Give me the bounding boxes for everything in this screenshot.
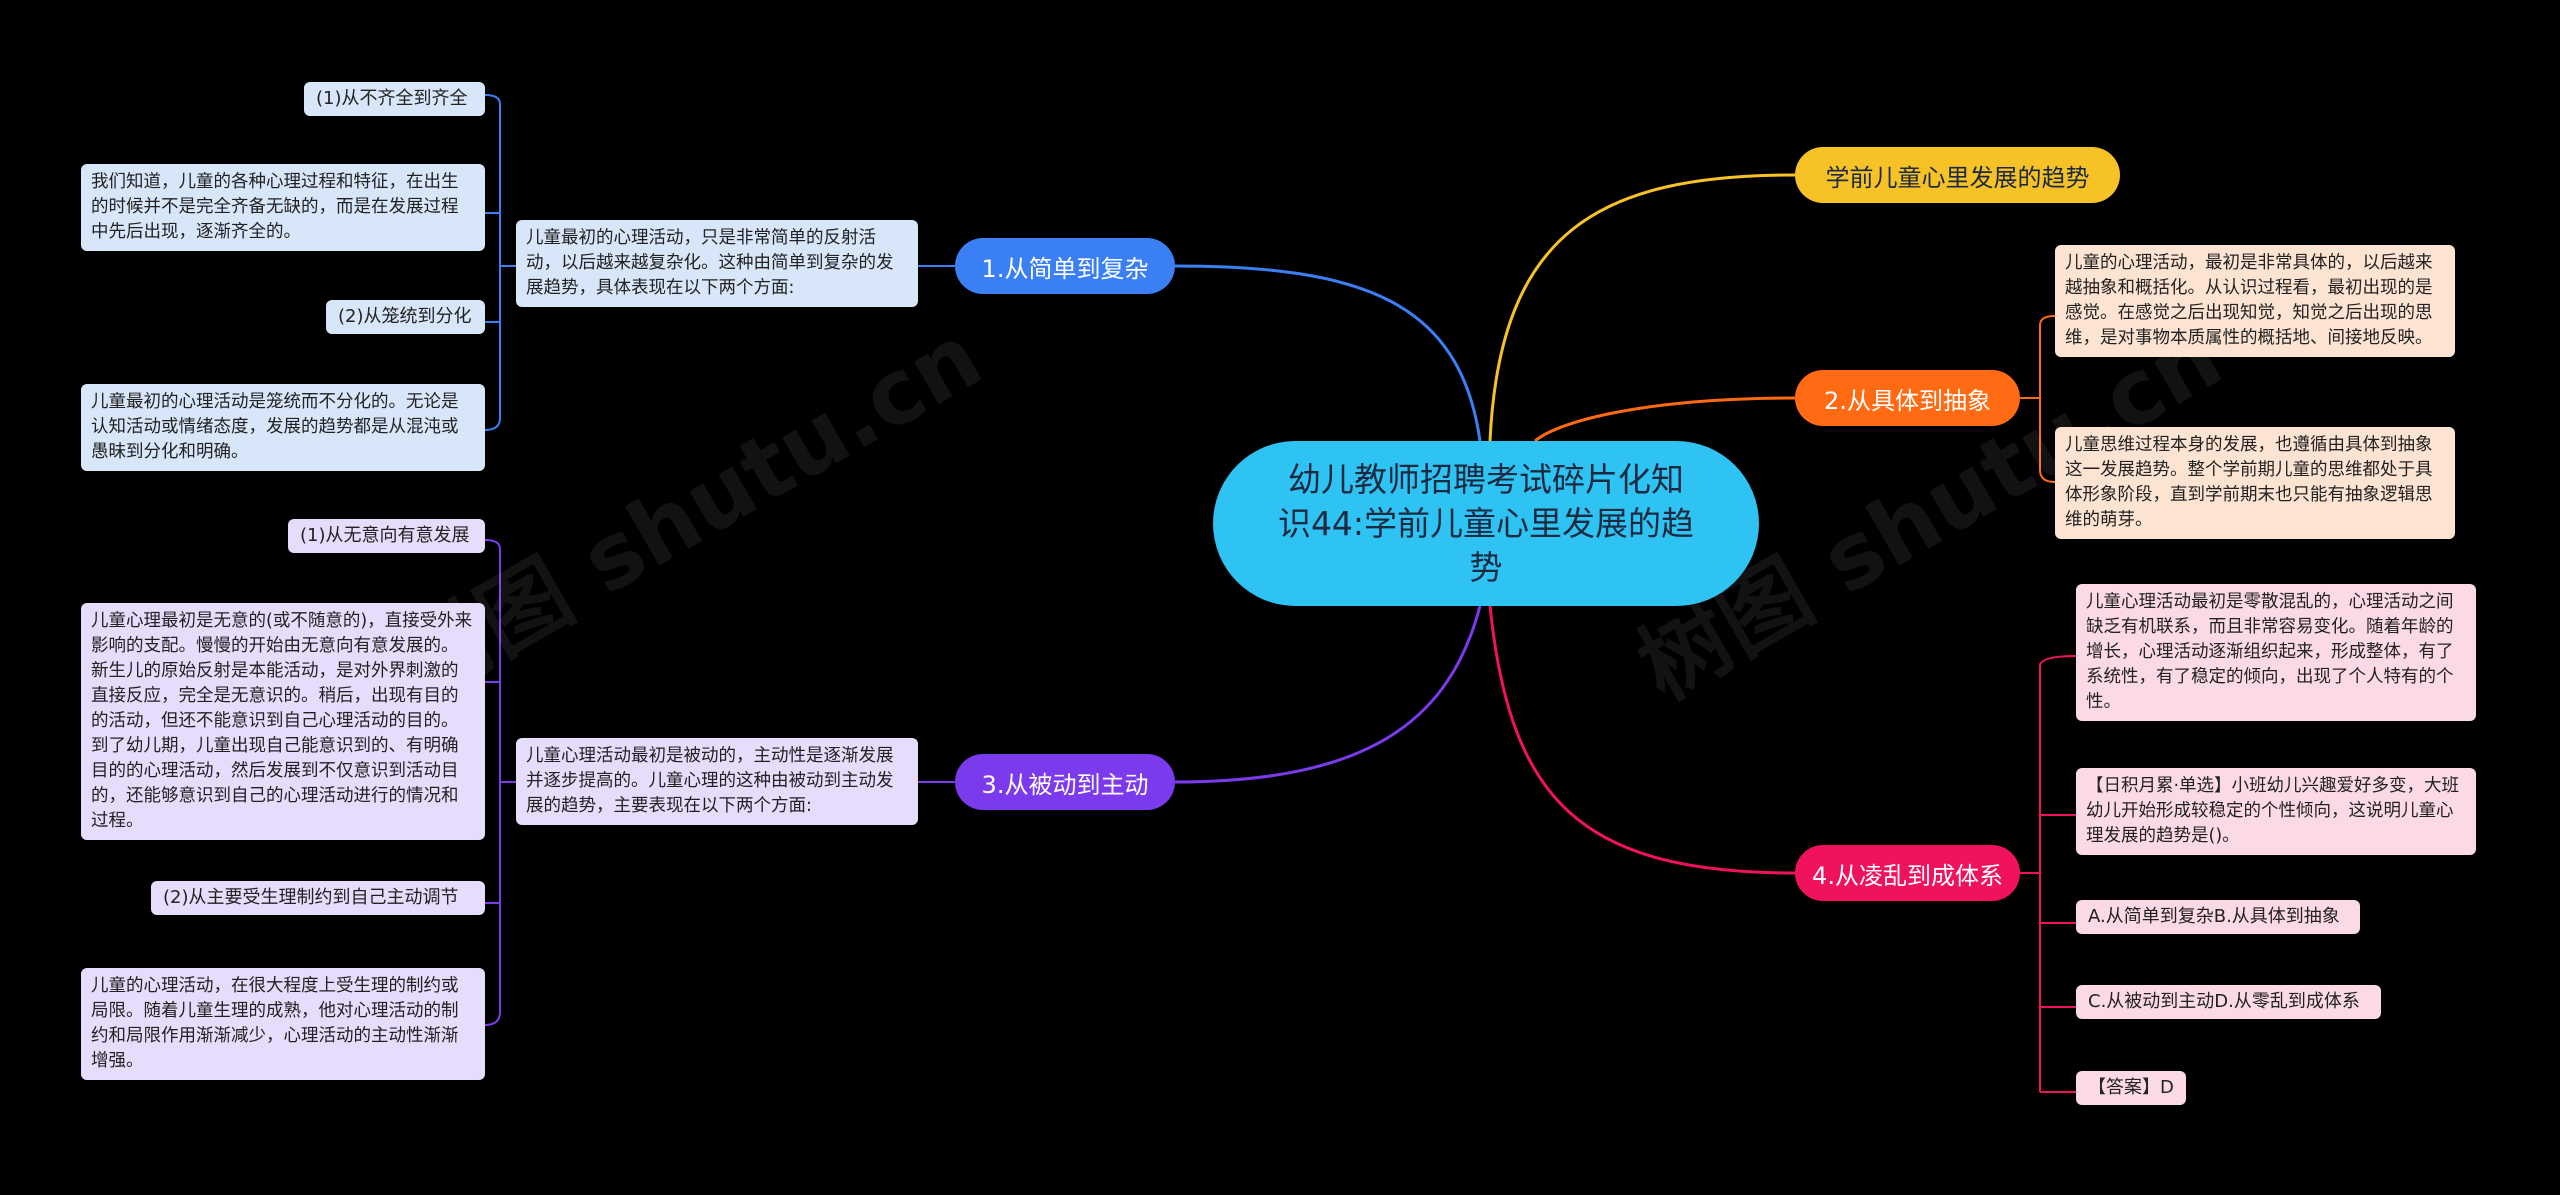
branch4-item-1[interactable]: 儿童心理活动最初是零散混乱的，心理活动之间缺乏有机联系，而且非常容易变化。随着年… bbox=[2076, 584, 2476, 721]
branch3-item-1[interactable]: (1)从无意向有意发展 bbox=[288, 519, 485, 553]
branch2-item-1[interactable]: 儿童的心理活动，最初是非常具体的，以后越来越抽象和概括化。从认识过程看，最初出现… bbox=[2055, 245, 2455, 357]
branch1-summary[interactable]: 儿童最初的心理活动，只是非常简单的反射活动，以后越来越复杂化。这种由简单到复杂的… bbox=[516, 220, 918, 307]
branch3-summary[interactable]: 儿童心理活动最初是被动的，主动性是逐渐发展并逐步提高的。儿童心理的这种由被动到主… bbox=[516, 738, 918, 825]
branch-trend[interactable]: 学前儿童心里发展的趋势 bbox=[1795, 147, 2120, 203]
link-center-b1 bbox=[1174, 264, 1482, 442]
branch1-item-3[interactable]: (2)从笼统到分化 bbox=[326, 300, 485, 334]
link-center-b2 bbox=[1534, 396, 1796, 443]
branch4-item-3[interactable]: A.从简单到复杂B.从具体到抽象 bbox=[2076, 900, 2360, 934]
branch1-item-2[interactable]: 我们知道，儿童的各种心理过程和特征，在出生的时候并不是完全齐备无缺的，而是在发展… bbox=[81, 164, 485, 251]
branch3-item-2[interactable]: 儿童心理最初是无意的(或不随意的)，直接受外来影响的支配。慢慢的开始由无意向有意… bbox=[81, 603, 485, 840]
link-center-b3 bbox=[1174, 605, 1482, 784]
link-b4-items bbox=[2020, 655, 2077, 1093]
branch4-item-4[interactable]: C.从被动到主动D.从零乱到成体系 bbox=[2076, 985, 2381, 1019]
central-topic[interactable]: 幼儿教师招聘考试碎片化知识44:学前儿童心里发展的趋势 bbox=[1213, 441, 1759, 606]
branch4-item-5[interactable]: 【答案】D bbox=[2076, 1071, 2186, 1105]
branch3-item-3[interactable]: (2)从主要受生理制约到自己主动调节 bbox=[151, 881, 485, 915]
branch-passive-to-active[interactable]: 3.从被动到主动 bbox=[955, 754, 1175, 810]
branch2-item-2[interactable]: 儿童思维过程本身的发展，也遵循由具体到抽象这一发展趋势。整个学前期儿童的思维都处… bbox=[2055, 427, 2455, 539]
branch-chaos-to-system[interactable]: 4.从凌乱到成体系 bbox=[1795, 845, 2020, 901]
link-b3-items bbox=[484, 539, 516, 1026]
branch-concrete-to-abstract[interactable]: 2.从具体到抽象 bbox=[1795, 370, 2020, 426]
branch1-item-1[interactable]: (1)从不齐全到齐全 bbox=[304, 82, 485, 116]
link-b2-items bbox=[2020, 315, 2056, 483]
branch3-item-4[interactable]: 儿童的心理活动，在很大程度上受生理的制约或局限。随着儿童生理的成熟，他对心理活动… bbox=[81, 968, 485, 1080]
link-center-trend bbox=[1488, 173, 1796, 442]
branch4-item-2[interactable]: 【日积月累·单选】小班幼儿兴趣爱好多变，大班幼儿开始形成较稳定的个性倾向，这说明… bbox=[2076, 768, 2476, 855]
link-center-b4 bbox=[1488, 605, 1796, 875]
branch-simple-to-complex[interactable]: 1.从简单到复杂 bbox=[955, 238, 1175, 294]
branch1-item-4[interactable]: 儿童最初的心理活动是笼统而不分化的。无论是认知活动或情绪态度，发展的趋势都是从混… bbox=[81, 384, 485, 471]
link-b1-items bbox=[484, 94, 516, 431]
